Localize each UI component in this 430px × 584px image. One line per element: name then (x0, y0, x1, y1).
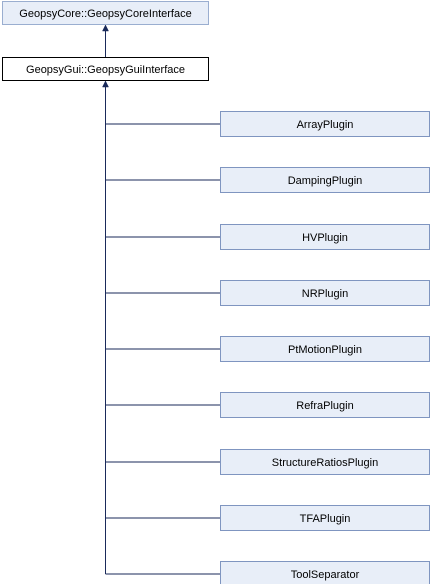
class-geopsy-core-interface[interactable]: GeopsyCore::GeopsyCoreInterface (2, 1, 209, 25)
class-geopsy-core-interface-label: GeopsyCore::GeopsyCoreInterface (19, 8, 191, 20)
class-nrplugin-box (220, 280, 430, 306)
class-tfaplugin-box (220, 505, 430, 531)
class-hvplugin-label: HVPlugin (302, 232, 348, 244)
class-hvplugin-box (220, 224, 430, 250)
class-refra-plugin-box (220, 392, 430, 418)
class-pt-motion-plugin-box (220, 336, 430, 362)
arrow-to-main-class (102, 80, 109, 88)
class-damping-plugin-label: DampingPlugin (288, 175, 363, 187)
class-geopsy-gui-interface-label: GeopsyGui::GeopsyGuiInterface (26, 64, 185, 76)
class-pt-motion-plugin[interactable]: PtMotionPlugin (220, 336, 430, 362)
class-geopsy-gui-interface-box (2, 57, 209, 81)
edges (102, 24, 220, 575)
class-damping-plugin-box (220, 167, 430, 193)
class-structure-ratios-plugin-box (220, 449, 430, 475)
class-array-plugin-label: ArrayPlugin (297, 119, 354, 131)
class-array-plugin-box (220, 111, 430, 137)
class-nrplugin-label: NRPlugin (302, 288, 348, 300)
class-hvplugin[interactable]: HVPlugin (220, 224, 430, 250)
class-refra-plugin[interactable]: RefraPlugin (220, 392, 430, 418)
class-array-plugin[interactable]: ArrayPlugin (220, 111, 430, 137)
class-tfaplugin-label: TFAPlugin (300, 513, 351, 525)
class-tool-separator[interactable]: ToolSeparator (220, 561, 430, 584)
arrow-to-top-class (102, 24, 109, 32)
class-geopsy-core-interface-box (2, 1, 209, 25)
class-tfaplugin[interactable]: TFAPlugin (220, 505, 430, 531)
class-refra-plugin-label: RefraPlugin (296, 400, 353, 412)
class-structure-ratios-plugin-label: StructureRatiosPlugin (272, 457, 378, 469)
class-damping-plugin[interactable]: DampingPlugin (220, 167, 430, 193)
class-nrplugin[interactable]: NRPlugin (220, 280, 430, 306)
class-tool-separator-label: ToolSeparator (291, 569, 360, 581)
class-structure-ratios-plugin[interactable]: StructureRatiosPlugin (220, 449, 430, 475)
class-geopsy-gui-interface[interactable]: GeopsyGui::GeopsyGuiInterface (2, 57, 209, 81)
class-pt-motion-plugin-label: PtMotionPlugin (288, 344, 362, 356)
